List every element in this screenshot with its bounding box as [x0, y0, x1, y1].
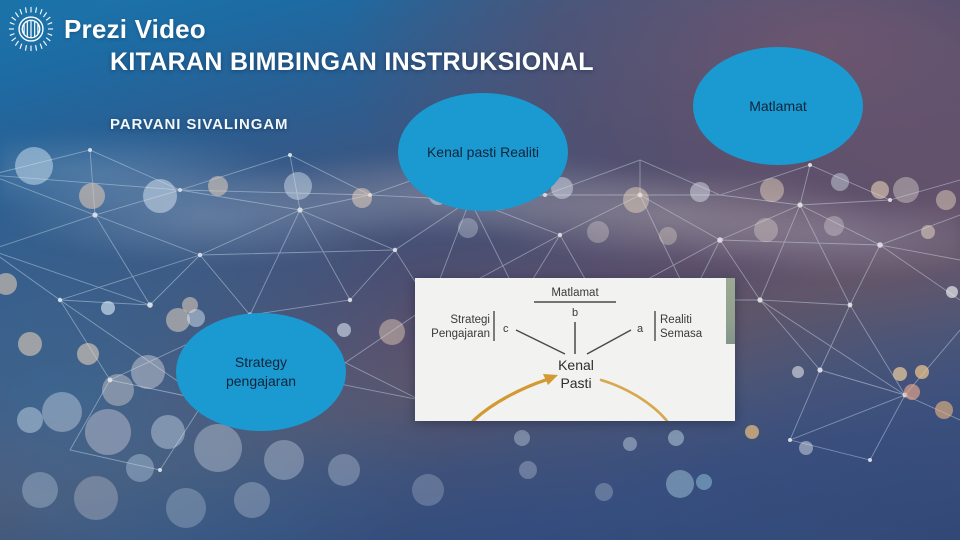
- diagram-left-marker: c: [503, 323, 509, 335]
- node-label-line1: Strategy: [234, 354, 288, 371]
- node-kenal-pasti-realiti[interactable]: Kenal pasti Realiti: [398, 93, 568, 211]
- kenal-pasti-diagram: Matlamat b Strategi Pengajaran c Realiti…: [431, 287, 703, 421]
- prezi-sunburst-icon: [8, 6, 54, 52]
- panel-edge-accent: [726, 278, 735, 344]
- diagram-top-marker: b: [572, 307, 578, 319]
- diagram-top-label: Matlamat: [551, 287, 599, 299]
- diagram-connector-c: [515, 329, 566, 355]
- diagram-connector-a: [586, 329, 632, 355]
- node-label: Matlamat: [749, 97, 807, 114]
- node-label: Kenal pasti Realiti: [426, 143, 540, 160]
- diagram-right-line1: Realiti: [660, 314, 692, 326]
- diagram-right-marker: a: [637, 323, 644, 335]
- node-matlamat[interactable]: Matlamat: [693, 47, 863, 165]
- diagram-center-line2: Pasti: [560, 375, 591, 391]
- node-label-line2: pengajaran: [225, 373, 297, 389]
- diagram-loop-arrow-right: [599, 378, 669, 421]
- diagram-arrowhead: [543, 374, 558, 385]
- diagram-left-line2: Pengajaran: [431, 328, 490, 340]
- diagram-center-line1: Kenal: [558, 357, 594, 373]
- page-title: KITARAN BIMBINGAN INSTRUKSIONAL: [110, 48, 594, 76]
- diagram-right-line2: Semasa: [660, 328, 703, 340]
- prezi-video-wordmark: Prezi Video: [64, 14, 206, 44]
- diagram-left-line1: Strategi: [450, 314, 490, 326]
- presenter-name: PARVANI SIVALINGAM: [110, 116, 289, 133]
- instructional-coaching-diagram-panel[interactable]: Matlamat b Strategi Pengajaran c Realiti…: [415, 278, 735, 421]
- prezi-video-logo[interactable]: Prezi Video: [8, 6, 206, 52]
- node-strategy-pengajaran[interactable]: Strategy pengajaran: [176, 313, 346, 431]
- diagram-loop-arrow-left: [471, 376, 554, 421]
- node-label: Strategy pengajaran: [226, 353, 296, 391]
